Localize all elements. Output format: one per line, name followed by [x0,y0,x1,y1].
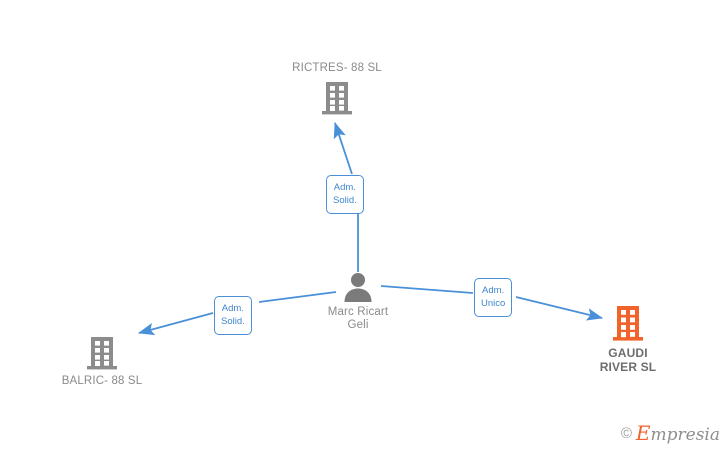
copyright-icon: © [620,425,632,442]
node-rictres[interactable]: RICTRES- 88 SL [267,62,407,116]
building-icon [86,335,118,371]
node-person-marc-ricart-geli[interactable]: Marc Ricart Geli [288,272,428,332]
node-label-person: Marc Ricart Geli [327,306,389,331]
relation-box-adm-unico-gaudi[interactable]: Adm. Unico [474,278,513,317]
brand-name: Empresia [636,423,720,444]
edge-box-to-rictres [333,121,353,175]
node-label-gaudi-river: GAUDI RIVER SL [599,346,657,374]
building-icon [612,304,644,342]
person-icon [343,272,373,302]
brand-initial: E [635,421,651,445]
node-label-rictres: RICTRES- 88 SL [292,62,382,74]
node-balric[interactable]: BALRIC- 88 SL [32,335,172,388]
brand-rest: mpresia [650,425,721,445]
relation-box-adm-solid-balric[interactable]: Adm. Solid. [214,296,252,335]
building-icon [321,80,353,116]
watermark-empresia: © Empresia [621,423,720,444]
edge-box-to-balric [137,312,214,336]
node-gaudi-river[interactable]: GAUDI RIVER SL [558,304,698,374]
relation-box-adm-solid-rictres[interactable]: Adm. Solid. [326,175,364,214]
node-label-balric: BALRIC- 88 SL [61,375,143,387]
